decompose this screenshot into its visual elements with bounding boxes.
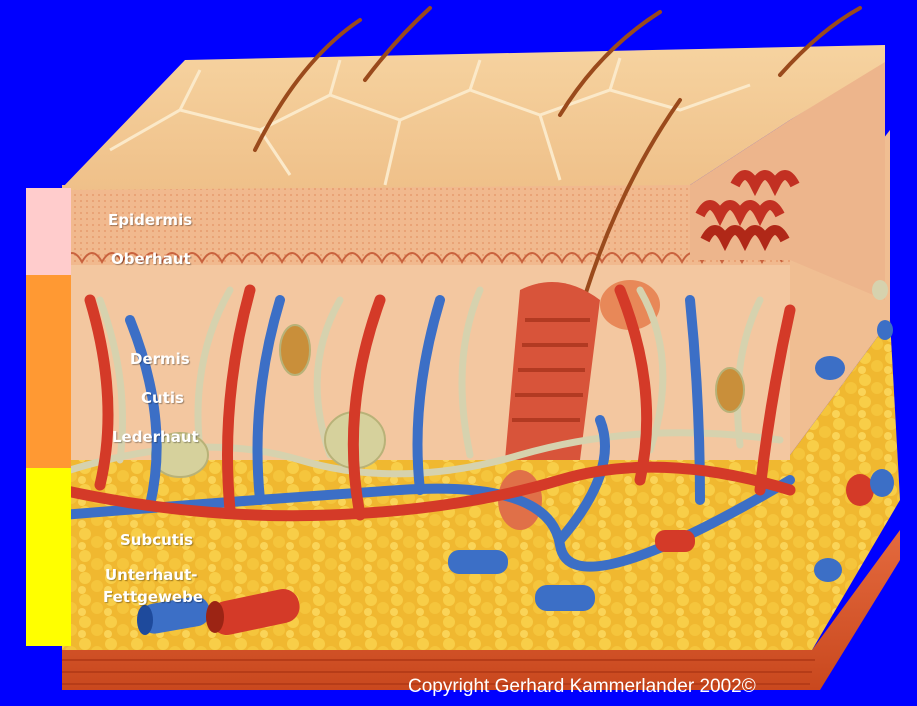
cutis-label: Cutis	[141, 389, 184, 407]
subcutis-color-band	[26, 468, 71, 646]
fettgewebe-label: Fettgewebe	[103, 588, 203, 606]
copyright-notice: Copyright Gerhard Kammerlander 2002©	[408, 676, 756, 698]
lederhaut-label: Lederhaut	[112, 428, 199, 446]
subcutis-label: Subcutis	[120, 531, 193, 549]
epidermis-color-band	[26, 188, 71, 275]
dermis-label: Dermis	[130, 350, 190, 368]
epidermis-label: Epidermis	[108, 211, 192, 229]
oberhaut-label: Oberhaut	[111, 250, 191, 268]
dermis-color-band	[26, 275, 71, 468]
unterhaut-label: Unterhaut-	[105, 566, 197, 584]
